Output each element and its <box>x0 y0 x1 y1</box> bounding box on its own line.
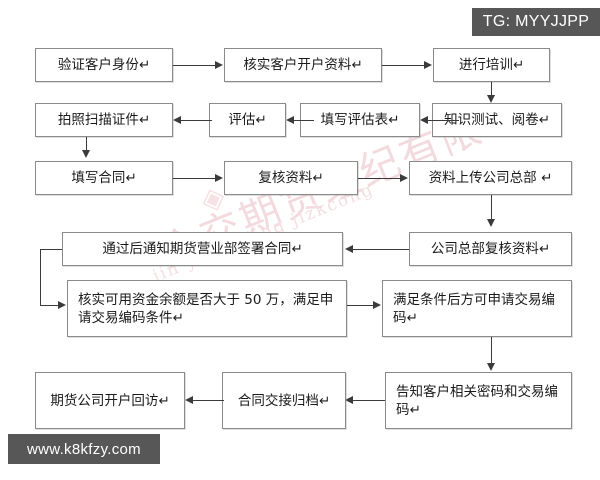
edge-n5-n6-line <box>292 120 314 121</box>
node-verify-customer-identity[interactable]: 验证客户身份↵ <box>35 48 173 82</box>
edge-n12-n13-line-out <box>40 249 62 250</box>
node-inform-customer-password-and-trading-code[interactable]: 告知客户相关密码和交易编码↵ <box>385 372 572 429</box>
node-check-available-funds-balance[interactable]: 核实可用资金余额是否大于 50 万，满足申请交易编码条件↵ <box>67 280 347 337</box>
node-futures-company-followup-visit[interactable]: 期货公司开户回访↵ <box>35 372 185 429</box>
node-review-materials[interactable]: 复核资料↵ <box>224 161 358 195</box>
node-label: 核实可用资金余额是否大于 50 万，满足申请交易编码条件↵ <box>78 291 334 326</box>
node-label: 进行培训↵ <box>458 57 525 73</box>
node-fill-contract[interactable]: 填写合同↵ <box>35 161 173 195</box>
node-apply-trading-code-after-conditions-met[interactable]: 满足条件后方可申请交易编码↵ <box>382 280 572 337</box>
edge-n4-n5-line <box>427 120 459 121</box>
edge-n12-n13-line-down <box>40 249 41 305</box>
node-fill-assessment-form[interactable]: 填写评估表↵ <box>300 103 420 137</box>
node-label: 验证客户身份↵ <box>57 57 151 73</box>
telegram-badge: TG: MYYJJPP <box>472 8 600 36</box>
node-assessment[interactable]: 评估↵ <box>209 103 286 137</box>
edge-n7-n8-line <box>86 137 87 152</box>
node-label: 评估↵ <box>228 112 267 128</box>
edge-n15-n16-line <box>352 400 385 401</box>
node-label: 公司总部复核资料↵ <box>430 241 551 257</box>
node-label: 合同交接归档↵ <box>237 392 331 409</box>
node-label: 资料上传公司总部 ↵ <box>428 170 553 186</box>
edge-n1-n2-line <box>173 65 217 66</box>
edge-n9-n10-line <box>358 178 402 179</box>
edge-n15-n16-arrowhead <box>345 395 353 404</box>
node-headquarters-review-materials[interactable]: 公司总部复核资料↵ <box>409 232 572 266</box>
node-upload-materials-to-headquarters[interactable]: 资料上传公司总部 ↵ <box>409 161 572 195</box>
edge-n8-n9-arrowhead <box>215 173 223 182</box>
node-label: 知识测试、阅卷↵ <box>444 112 550 128</box>
node-verify-account-opening-materials[interactable]: 核实客户开户资料↵ <box>224 48 382 82</box>
edge-n12-n13-line-in <box>40 305 61 306</box>
edge-n4-n5-arrowhead <box>420 115 428 124</box>
node-contract-handover-archive[interactable]: 合同交接归档↵ <box>222 372 346 429</box>
node-label: 告知客户相关密码和交易编码↵ <box>396 383 558 418</box>
edge-n11-n12-line <box>352 249 409 250</box>
edge-n5-n6-arrowhead <box>286 115 294 124</box>
edge-n6-n7-arrowhead <box>173 115 181 124</box>
node-label: 满足条件后方可申请交易编码↵ <box>393 291 555 326</box>
edge-n10-n11-arrowhead <box>486 219 495 227</box>
edge-n13-n14-line <box>347 305 375 306</box>
edge-n7-n8-arrowhead <box>81 150 90 158</box>
edge-n14-n15-arrowhead <box>486 363 495 371</box>
edge-n11-n12-arrowhead <box>345 244 353 253</box>
edge-n3-n4-line <box>491 82 492 97</box>
edge-n2-n3-arrowhead <box>424 60 432 69</box>
edge-n10-n11-line <box>491 195 492 221</box>
edge-n16-n17-line <box>192 400 224 401</box>
edge-n3-n4-arrowhead <box>486 95 495 103</box>
edge-n6-n7-line <box>180 120 212 121</box>
edge-n1-n2-arrowhead <box>215 60 223 69</box>
edge-n9-n10-arrowhead <box>400 173 408 182</box>
node-training[interactable]: 进行培训↵ <box>433 48 550 82</box>
node-label: 通过后通知期货营业部签署合同↵ <box>102 241 303 257</box>
edge-n14-n15-line <box>491 337 492 365</box>
node-label: 填写评估表↵ <box>320 112 400 128</box>
edge-n13-n14-arrowhead <box>373 300 381 309</box>
node-label: 拍照扫描证件↵ <box>57 112 151 128</box>
edge-n16-n17-arrowhead <box>185 395 193 404</box>
edge-n8-n9-line <box>173 178 217 179</box>
node-label: 核实客户开户资料↵ <box>243 57 363 73</box>
node-label: 期货公司开户回访↵ <box>50 392 170 409</box>
node-label: 填写合同↵ <box>71 170 137 186</box>
node-photo-scan-documents[interactable]: 拍照扫描证件↵ <box>35 103 173 137</box>
node-label: 复核资料↵ <box>258 170 324 186</box>
edge-n12-n13-arrowhead <box>58 300 66 309</box>
website-badge: www.k8kfzy.com <box>8 434 160 464</box>
node-notify-futures-branch-sign-contract[interactable]: 通过后通知期货营业部签署合同↵ <box>62 232 343 266</box>
edge-n2-n3-line <box>382 65 426 66</box>
